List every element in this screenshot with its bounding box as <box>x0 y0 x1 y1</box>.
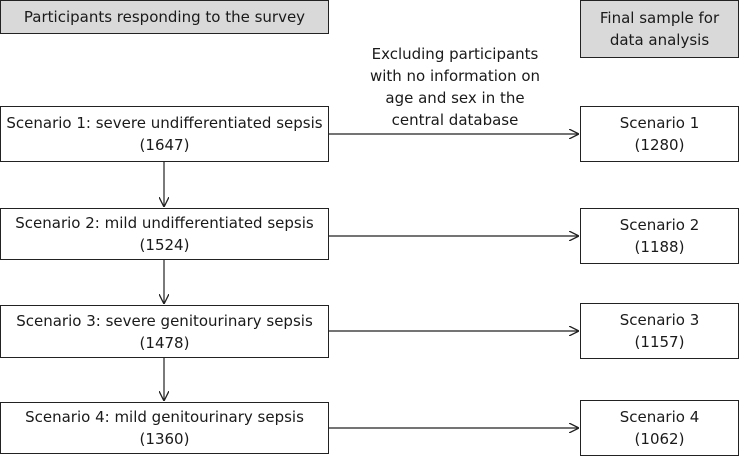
header-participants-label: Participants responding to the survey <box>23 8 306 26</box>
final-scenario-1-count: (1280) <box>634 136 685 154</box>
header-final-sample: Final sample for data analysis <box>580 0 739 58</box>
exclusion-note-line-1: Excluding participants <box>371 45 539 63</box>
final-scenario-4-label: Scenario 4 <box>619 408 700 426</box>
scenario-4-box: Scenario 4: mild genitourinary sepsis (1… <box>0 402 329 454</box>
scenario-4-label: Scenario 4: mild genitourinary sepsis <box>25 408 304 426</box>
scenario-2-count: (1524) <box>139 236 190 254</box>
final-scenario-3-label: Scenario 3 <box>619 311 700 329</box>
exclusion-note-line-2: with no information on <box>369 67 541 85</box>
final-scenario-2-label: Scenario 2 <box>619 216 700 234</box>
scenario-1-count: (1647) <box>139 136 190 154</box>
header-final-sample-line-1: Final sample for <box>599 9 720 27</box>
exclusion-note-line-4: central database <box>391 111 519 129</box>
exclusion-note: Excluding participants with no informati… <box>345 43 565 131</box>
scenario-4-count: (1360) <box>139 430 190 448</box>
final-scenario-2-count: (1188) <box>634 238 685 256</box>
final-scenario-3-box: Scenario 3 (1157) <box>580 303 739 359</box>
scenario-3-count: (1478) <box>139 333 190 352</box>
final-scenario-1-label: Scenario 1 <box>619 114 700 132</box>
final-scenario-4-box: Scenario 4 (1062) <box>580 400 739 456</box>
final-scenario-2-box: Scenario 2 (1188) <box>580 208 739 264</box>
header-final-sample-line-2: data analysis <box>609 31 710 49</box>
final-scenario-1-box: Scenario 1 (1280) <box>580 106 739 162</box>
scenario-2-label: Scenario 2: mild undifferentiated sepsis <box>15 214 314 232</box>
final-scenario-4-count: (1062) <box>634 430 685 448</box>
exclusion-note-line-3: age and sex in the <box>385 89 525 107</box>
scenario-1-label: Scenario 1: severe undifferentiated seps… <box>6 114 323 132</box>
scenario-3-label: Scenario 3: severe genitourinary sepsis <box>16 311 313 330</box>
final-scenario-3-count: (1157) <box>634 333 685 351</box>
header-participants: Participants responding to the survey <box>0 0 329 34</box>
scenario-3-box: Scenario 3: severe genitourinary sepsis … <box>0 305 329 358</box>
scenario-2-box: Scenario 2: mild undifferentiated sepsis… <box>0 208 329 260</box>
scenario-1-box: Scenario 1: severe undifferentiated seps… <box>0 106 329 162</box>
